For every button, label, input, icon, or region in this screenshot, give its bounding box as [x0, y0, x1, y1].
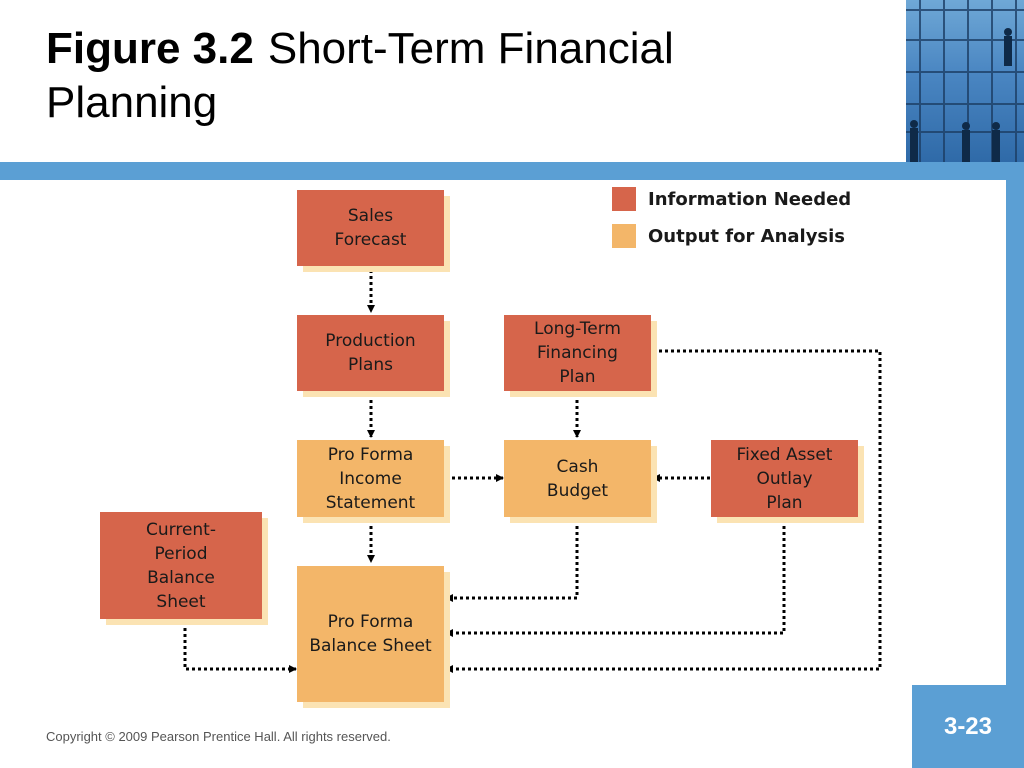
- box-production-plans: Production Plans: [297, 315, 444, 391]
- right-accent-bar: [1006, 180, 1024, 685]
- arrow-fixed-to-balance: [445, 520, 786, 637]
- slide-title: Figure 3.2 Short-Term Financial Planning: [46, 22, 886, 130]
- legend-information-needed: Information Needed: [612, 187, 851, 211]
- box-long-term-financing-plan: Long-Term Financing Plan: [504, 315, 651, 391]
- box-pro-forma-balance-sheet: Pro Forma Balance Sheet: [297, 566, 444, 702]
- title-line-2: Planning: [46, 78, 218, 127]
- arrow-cash-to-balance: [445, 520, 579, 602]
- box-sales-forecast: Sales Forecast: [297, 190, 444, 266]
- arrow-longterm-to-balance: [445, 349, 882, 673]
- legend-swatch-information: [612, 187, 636, 211]
- box-pro-forma-income-statement: Pro Forma Income Statement: [297, 440, 444, 517]
- legend-label-output: Output for Analysis: [648, 225, 846, 247]
- legend-output-for-analysis: Output for Analysis: [612, 224, 845, 248]
- page-number: 3-23: [943, 712, 993, 740]
- figure-number: Figure 3.2: [46, 24, 254, 73]
- legend-swatch-output: [612, 224, 636, 248]
- slide-heading: Figure 3.2 Short-Term Financial Planning: [46, 22, 886, 130]
- arrow-current-to-balance: [183, 622, 297, 673]
- page-number-tab: 3-23: [912, 685, 1024, 768]
- building-silhouette-image: [906, 0, 1024, 162]
- header-photo: [906, 0, 1024, 162]
- box-fixed-asset-outlay-plan: Fixed Asset Outlay Plan: [711, 440, 858, 517]
- legend-label-information: Information Needed: [648, 188, 852, 210]
- box-current-period-balance-sheet: Current- Period Balance Sheet: [100, 512, 262, 619]
- header-divider-bar: [0, 162, 1024, 180]
- copyright-text: Copyright © 2009 Pearson Prentice Hall. …: [46, 729, 391, 744]
- title-line-1: Short-Term Financial: [267, 24, 674, 73]
- box-cash-budget: Cash Budget: [504, 440, 651, 517]
